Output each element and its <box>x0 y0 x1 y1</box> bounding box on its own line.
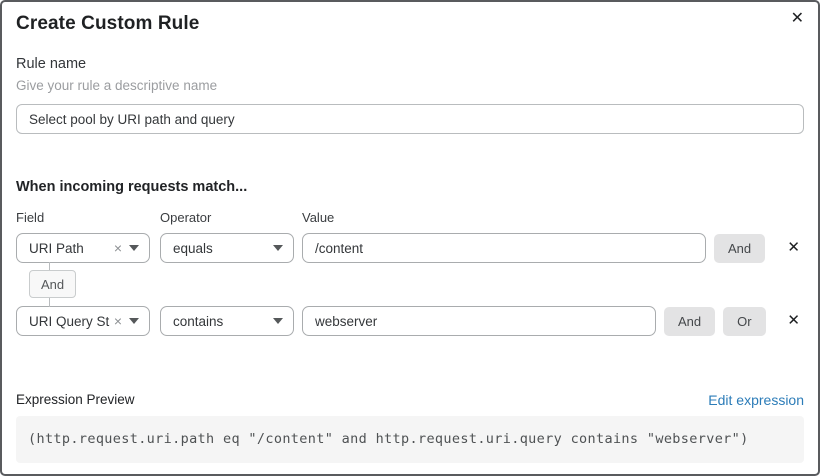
condition-row: URI Path × equals And ✕ <box>16 233 804 263</box>
and-connector-badge: And <box>29 270 77 298</box>
operator-column-label: Operator <box>160 210 212 225</box>
modal-title: Create Custom Rule <box>16 13 200 34</box>
and-button[interactable]: And <box>714 233 766 263</box>
field-select[interactable]: URI Path × <box>16 233 150 263</box>
matcher-heading: When incoming requests match... <box>16 179 248 195</box>
field-select-value: URI Path <box>29 240 84 256</box>
value-input[interactable] <box>302 306 656 336</box>
value-input[interactable] <box>302 233 706 263</box>
field-select[interactable]: URI Query St... × <box>16 306 150 336</box>
matcher-column-labels: Field Operator Value <box>16 210 804 226</box>
chevron-down-icon[interactable] <box>273 245 283 251</box>
expression-preview-label: Expression Preview <box>16 392 135 407</box>
rule-name-input[interactable] <box>16 104 804 134</box>
field-column-label: Field <box>16 210 45 225</box>
operator-select[interactable]: equals <box>160 233 294 263</box>
operator-select-value: equals <box>173 240 213 256</box>
operator-select-value: contains <box>173 313 224 329</box>
expression-preview-header: Expression Preview Edit expression <box>16 391 804 409</box>
clear-icon[interactable]: × <box>113 313 122 329</box>
rule-name-label: Rule name <box>16 56 87 72</box>
rule-name-section: Rule name Give your rule a descriptive n… <box>16 56 804 134</box>
chevron-down-icon[interactable] <box>129 318 139 324</box>
chevron-down-icon[interactable] <box>129 245 139 251</box>
expression-preview-section: Expression Preview Edit expression (http… <box>16 391 804 463</box>
clear-icon[interactable]: × <box>113 240 122 256</box>
condition-row: URI Query St... × contains And Or ✕ <box>16 306 804 336</box>
logic-connector: And <box>16 262 804 307</box>
or-button[interactable]: Or <box>723 306 766 336</box>
chevron-down-icon[interactable] <box>273 318 283 324</box>
remove-row-icon[interactable]: ✕ <box>787 239 800 256</box>
expression-code-box: (http.request.uri.path eq "/content" and… <box>16 416 804 463</box>
value-column-label: Value <box>302 210 335 225</box>
field-select-value: URI Query St... <box>29 313 110 329</box>
and-button[interactable]: And <box>664 306 716 336</box>
rule-name-helper: Give your rule a descriptive name <box>16 78 218 93</box>
remove-row-icon[interactable]: ✕ <box>787 312 800 329</box>
expression-code: (http.request.uri.path eq "/content" and… <box>28 431 749 447</box>
operator-select[interactable]: contains <box>160 306 294 336</box>
edit-expression-link[interactable]: Edit expression <box>708 392 804 408</box>
matcher-section: When incoming requests match... Field Op… <box>16 178 804 336</box>
close-icon[interactable]: ✕ <box>790 10 804 27</box>
